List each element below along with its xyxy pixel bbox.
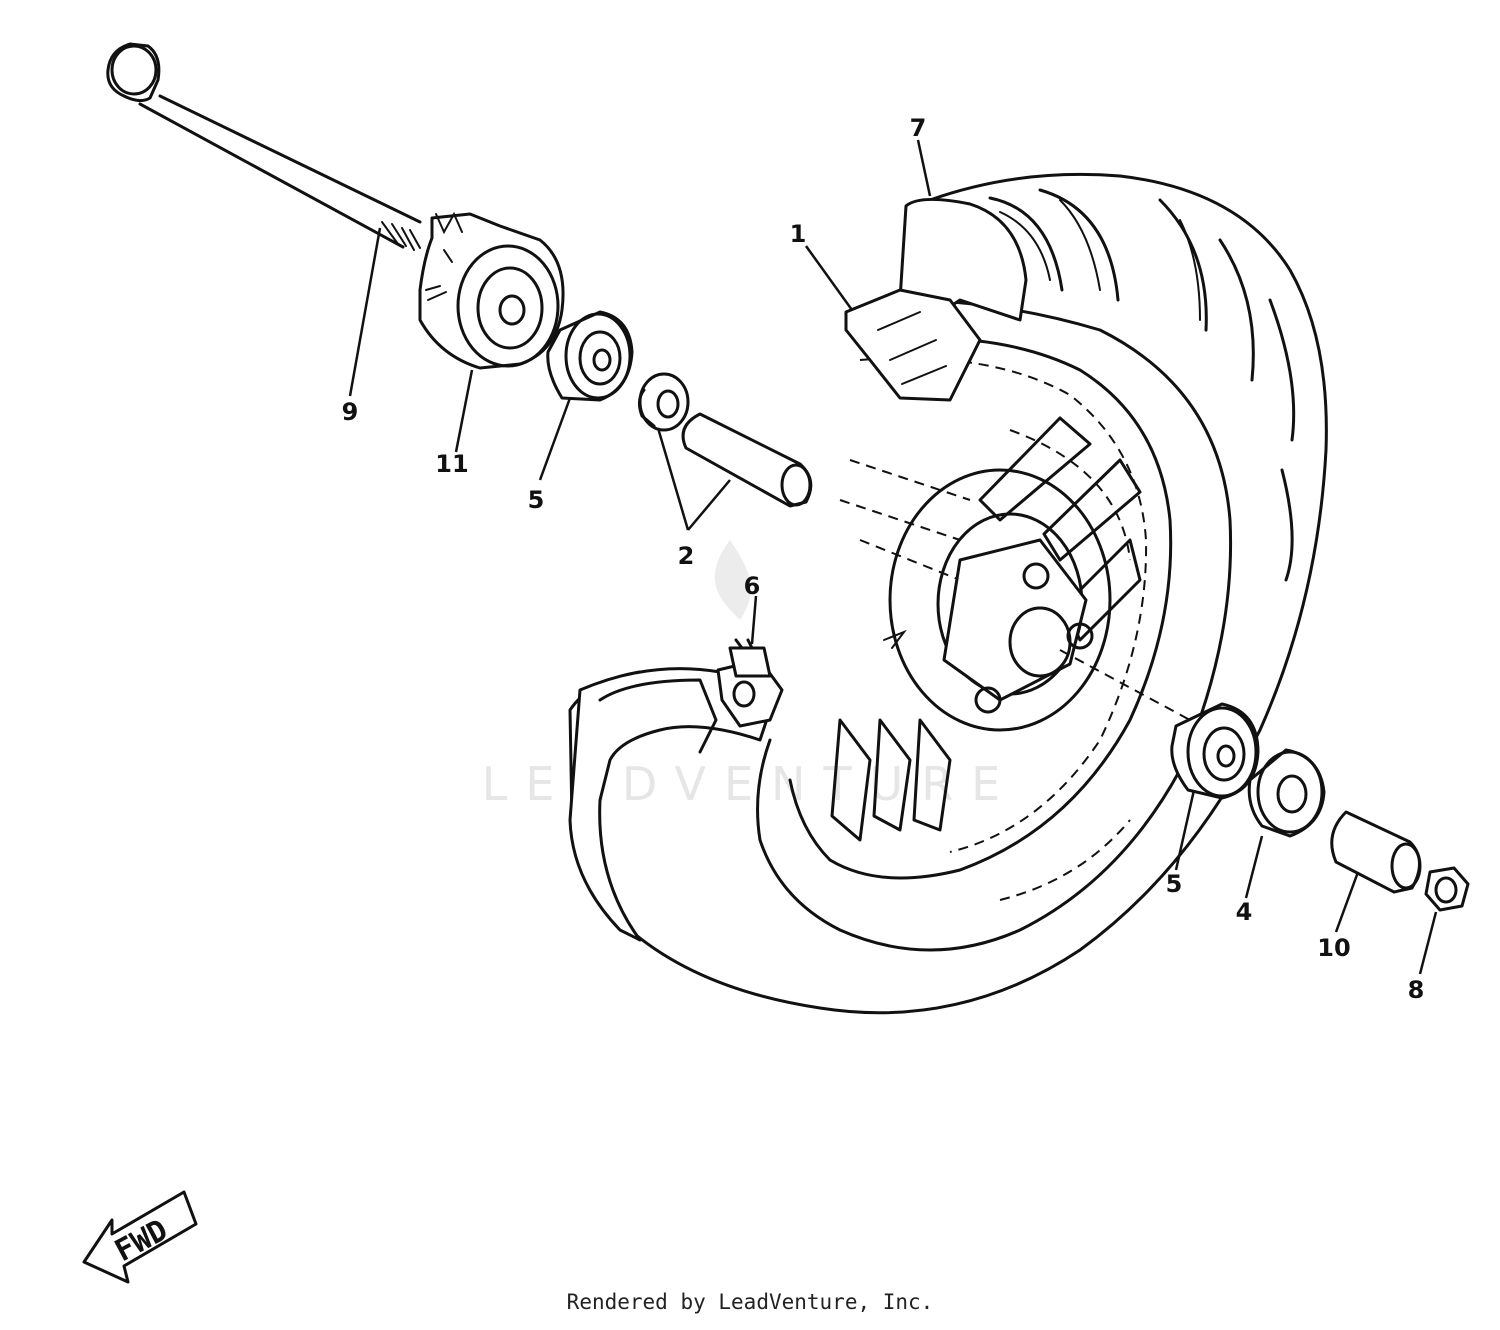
callout-10: 10 [1317,934,1350,962]
callout-11: 11 [435,450,468,478]
axle-nut[interactable] [1424,866,1470,912]
leader-lines [348,139,1438,975]
watermark-logo-icon [714,540,751,620]
front-axle[interactable] [106,42,422,251]
oil-seal-left[interactable] [637,372,690,432]
speedometer-gear-unit[interactable] [418,211,565,370]
render-credit: Rendered by LeadVenture, Inc. [566,1290,934,1314]
collar-spacer-left[interactable] [681,412,813,508]
callout-4: 4 [1236,898,1253,926]
callout-2: 2 [678,542,695,570]
callout-8: 8 [1408,976,1425,1004]
callout-5-left: 5 [528,486,545,514]
forward-direction-arrow-icon: FWD [82,1190,198,1284]
oil-seal-right[interactable] [1247,748,1326,838]
callout-5-right: 5 [1166,870,1183,898]
bearing-right[interactable] [1170,702,1260,800]
callout-7: 7 [910,114,927,142]
callout-6: 6 [744,572,761,600]
callout-9: 9 [342,398,359,426]
bearing-left[interactable] [546,310,634,402]
collar-spacer-right[interactable] [1330,810,1422,894]
callout-1: 1 [790,220,807,248]
callout-labels: 9 11 5 2 6 7 1 5 4 10 8 [342,114,1425,1004]
fender-bolt[interactable] [728,638,772,678]
front-wheel-tire[interactable] [568,172,1328,1015]
watermark: LEADVENTURE [482,757,1019,811]
front-fender-upper[interactable] [844,197,1028,402]
